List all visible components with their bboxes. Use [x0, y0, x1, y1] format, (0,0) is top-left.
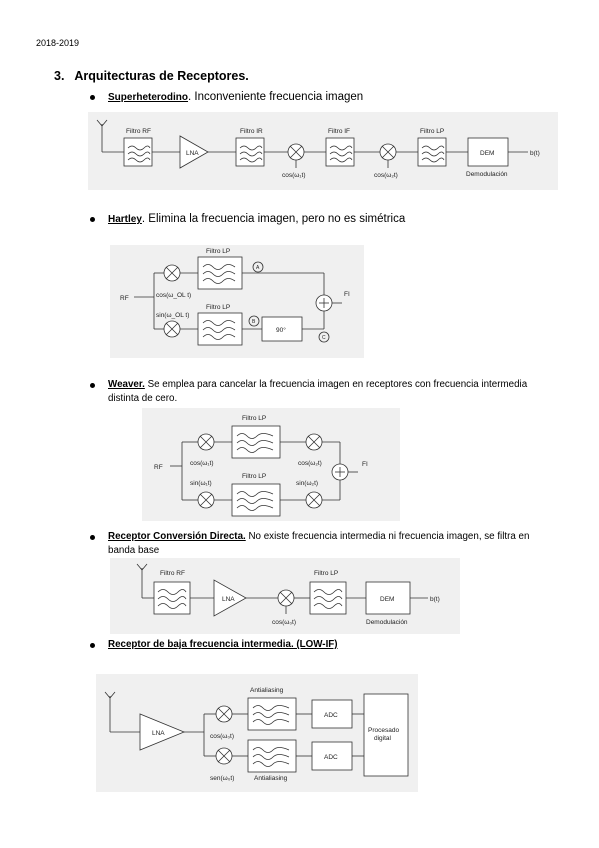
label-osc2: cos(ω₂t)	[374, 172, 398, 179]
bullet-term: Superheterodino	[108, 92, 189, 103]
figure-hartley: RF FI Filtro LP Filtro LP cos(ω_OL t) si…	[110, 245, 364, 358]
figure-weaver: RF FI Filtro LP Filtro LP cos(ω₁t) sin(ω…	[142, 408, 400, 521]
bullet-term: Receptor Conversión Directa.	[108, 531, 246, 542]
label-fi: FI	[362, 461, 368, 468]
bullet-superheterodino: Superheterodino. Inconveniente frecuenci…	[90, 90, 364, 105]
bullet-dot	[90, 383, 95, 388]
bullet-term: Receptor de baja frecuencia intermedia. …	[108, 639, 338, 650]
label-filtro-lp: Filtro LP	[314, 570, 338, 577]
label-90: 90°	[276, 326, 286, 334]
label-sin: sin(ω_OL t)	[156, 312, 189, 319]
label-antialiasing-top: Antialiasing	[250, 687, 284, 694]
label-antialiasing-bottom: Antialiasing	[254, 775, 288, 782]
figure-conversion-directa: Filtro RF LNA Filtro LP DEM b(t) Demodul…	[110, 558, 460, 634]
label-rf: RF	[154, 464, 163, 471]
label-filtro-lp: Filtro LP	[420, 128, 444, 135]
label-filtro-lp-bottom: Filtro LP	[206, 304, 230, 311]
section-title-text: Arquitecturas de Receptores.	[74, 69, 249, 83]
label-sin1: sin(ω₁t)	[190, 480, 212, 487]
label-adc-top: ADC	[324, 712, 338, 719]
section-number: 3.	[54, 69, 65, 83]
label-procesado: Procesado	[368, 727, 399, 734]
bullet-dot	[90, 643, 95, 648]
label-filtro-ir: Filtro IR	[240, 128, 263, 135]
label-filtro-lp-bottom: Filtro LP	[242, 473, 266, 480]
label-filtro-lp-top: Filtro LP	[242, 415, 266, 422]
label-fi: FI	[344, 291, 350, 298]
diagram-superheterodino: Filtro RF LNA Filtro IR Filtro IF Filtro…	[96, 119, 540, 179]
bullet-dot	[90, 95, 95, 100]
label-c: C	[322, 335, 326, 341]
label-dem: DEM	[480, 150, 494, 157]
label-sen: sen(ω₀t)	[210, 775, 234, 782]
bullet-text: . Elimina la frecuencia imagen, pero no …	[141, 213, 406, 225]
label-sin2: sin(ω₂t)	[296, 480, 318, 487]
label-lna: LNA	[186, 150, 199, 157]
label-filtro-lp-top: Filtro LP	[206, 248, 230, 255]
label-osc1: cos(ω₁t)	[282, 172, 306, 179]
bullet-text: . Inconveniente frecuencia imagen	[188, 91, 364, 103]
figure-superheterodino: Filtro RF LNA Filtro IR Filtro IF Filtro…	[88, 112, 558, 190]
label-filtro-rf: Filtro RF	[160, 570, 185, 577]
label-output: b(t)	[530, 150, 540, 157]
bullet-dot	[90, 217, 95, 222]
bullet-hartley: Hartley. Elimina la frecuencia imagen, p…	[90, 212, 406, 227]
label-lna: LNA	[152, 730, 165, 737]
bullet-text: Se emplea para cancelar la frecuencia im…	[108, 379, 528, 404]
label-cos: cos(ω₀t)	[210, 733, 234, 740]
bullet-term: Weaver.	[108, 379, 145, 390]
label-filtro-rf: Filtro RF	[126, 128, 151, 135]
label-output: b(t)	[430, 596, 440, 603]
section-title: 3. Arquitecturas de Receptores.	[54, 69, 249, 83]
diagram-conversion-directa: Filtro RF LNA Filtro LP DEM b(t) Demodul…	[136, 563, 440, 626]
label-filtro-if: Filtro IF	[328, 128, 350, 135]
label-demodulacion: Demodulación	[466, 171, 508, 178]
label-demodulacion: Demodulación	[366, 619, 408, 626]
bullet-low-if: Receptor de baja frecuencia intermedia. …	[90, 638, 338, 652]
label-osc: cos(ω₀t)	[272, 619, 296, 626]
diagram-low-if: LNA Antialiasing Antialiasing ADC ADC Pr…	[104, 687, 409, 782]
diagram-hartley: RF FI Filtro LP Filtro LP cos(ω_OL t) si…	[120, 248, 350, 346]
label-adc-bottom: ADC	[324, 754, 338, 761]
label-a: A	[256, 265, 260, 271]
label-cos: cos(ω_OL t)	[156, 292, 191, 299]
label-cos1: cos(ω₁t)	[190, 460, 214, 467]
label-b: B	[252, 319, 256, 325]
label-digital: digital	[374, 735, 392, 742]
bullet-conversion-directa: Receptor Conversión Directa. No existe f…	[90, 530, 558, 558]
bullet-weaver: Weaver. Se emplea para cancelar la frecu…	[90, 378, 558, 406]
bullet-dot	[90, 535, 95, 540]
label-cos2: cos(ω₂t)	[298, 460, 322, 467]
figure-low-if: LNA Antialiasing Antialiasing ADC ADC Pr…	[96, 674, 418, 792]
diagram-weaver: RF FI Filtro LP Filtro LP cos(ω₁t) sin(ω…	[154, 415, 368, 517]
header-year: 2018-2019	[36, 38, 80, 48]
label-lna: LNA	[222, 596, 235, 603]
label-dem: DEM	[380, 596, 394, 603]
bullet-text: No existe frecuencia intermedia ni frecu…	[108, 531, 530, 556]
label-rf: RF	[120, 295, 129, 302]
bullet-term: Hartley	[108, 214, 142, 225]
